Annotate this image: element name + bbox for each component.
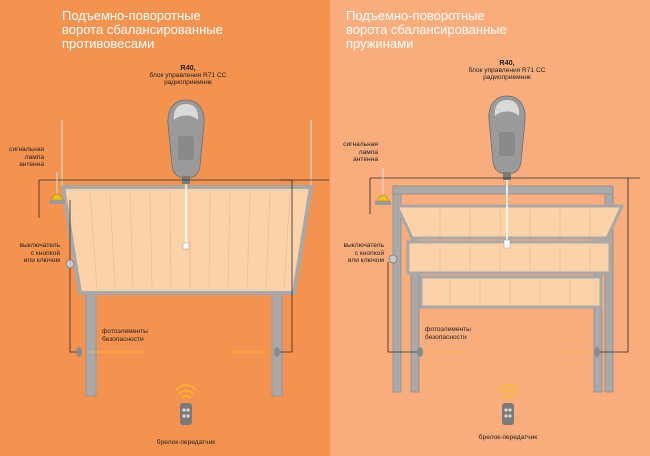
key-switch-icon: [388, 254, 398, 264]
door-panel-bottom: [419, 275, 603, 309]
right-drive-label: R40, блок управления R71 CC радиоприемни…: [455, 59, 559, 82]
photocell-icon: [417, 347, 600, 357]
left-remote-label: брелок-передатчик: [156, 439, 216, 446]
remote-transmitter-icon: [497, 384, 519, 425]
photocell-icon: [76, 347, 280, 357]
right-title-line: пружинами: [346, 36, 414, 51]
right-door-assembly: [392, 176, 625, 393]
drive-unit: блок управления R71 CC: [468, 66, 546, 74]
switch-label-line: или ключом: [347, 257, 384, 264]
left-door-assembly: [61, 120, 313, 397]
right-title: Подъемно-поворотные ворота сбалансирован…: [346, 9, 507, 51]
switch-label-line: выключатель: [343, 242, 384, 249]
left-title-line: противовесами: [62, 36, 155, 51]
lamp-label-line: антенна: [353, 156, 378, 163]
lamp-label-line: сигнальная: [9, 146, 44, 153]
drive-receiver: радиоприемник: [164, 79, 212, 86]
photocell-label-line: безопасности: [425, 333, 467, 341]
left-title: Подъемно-поворотные ворота сбалансирован…: [62, 9, 223, 51]
door-leaf: [61, 185, 313, 295]
door-panel-top: [394, 204, 625, 240]
left-title-line: ворота сбалансированные: [62, 22, 223, 37]
drive-unit: блок управления R71 CC: [149, 71, 227, 79]
right-title-line: ворота сбалансированные: [346, 22, 507, 37]
lamp-label-line: антенна: [19, 161, 44, 168]
lamp-label-line: сигнальная: [343, 141, 378, 148]
right-wiring: [369, 172, 640, 353]
motor-drive-icon: [488, 95, 526, 180]
photocell-label-line: фотоэлементы: [425, 326, 471, 333]
right-photocell-label: фотоэлементы безопасности: [425, 326, 471, 341]
right-switch-label: выключатель с кнопкой или ключом: [322, 242, 384, 265]
photocell-label-line: фотоэлементы: [102, 328, 148, 335]
switch-label-line: с кнопкой: [354, 249, 384, 257]
left-lamp-label: сигнальная лампа антенна: [2, 146, 44, 169]
remote-transmitter-icon: [175, 384, 197, 425]
left-wiring: [38, 179, 329, 353]
warning-lamp-icon: [49, 172, 65, 204]
left-title-line: Подъемно-поворотные: [62, 8, 201, 23]
drive-model: R40,: [499, 58, 515, 67]
key-switch-icon: [65, 259, 75, 269]
warning-lamp-icon: [375, 168, 391, 205]
motor-drive-icon: [167, 99, 205, 184]
right-title-line: Подъемно-поворотные: [346, 8, 485, 23]
switch-label-line: выключатель: [19, 242, 60, 249]
switch-label-line: с кнопкой: [30, 249, 60, 257]
right-lamp-label: сигнальная лампа антенна: [330, 141, 378, 164]
lamp-label-line: лампа: [358, 148, 378, 156]
lamp-label-line: лампа: [24, 153, 44, 161]
left-photocell-label: фотоэлементы безопасности: [102, 328, 148, 343]
drive-receiver: радиоприемник: [483, 74, 531, 81]
left-switch-label: выключатель с кнопкой или ключом: [2, 242, 60, 265]
drive-model: R40,: [180, 63, 196, 72]
photocell-label-line: безопасности: [102, 335, 144, 343]
right-remote-label: брелок-передатчик: [478, 434, 538, 441]
switch-label-line: или ключом: [23, 257, 60, 264]
left-drive-label: R40, блок управления R71 CC радиоприемни…: [136, 64, 240, 87]
